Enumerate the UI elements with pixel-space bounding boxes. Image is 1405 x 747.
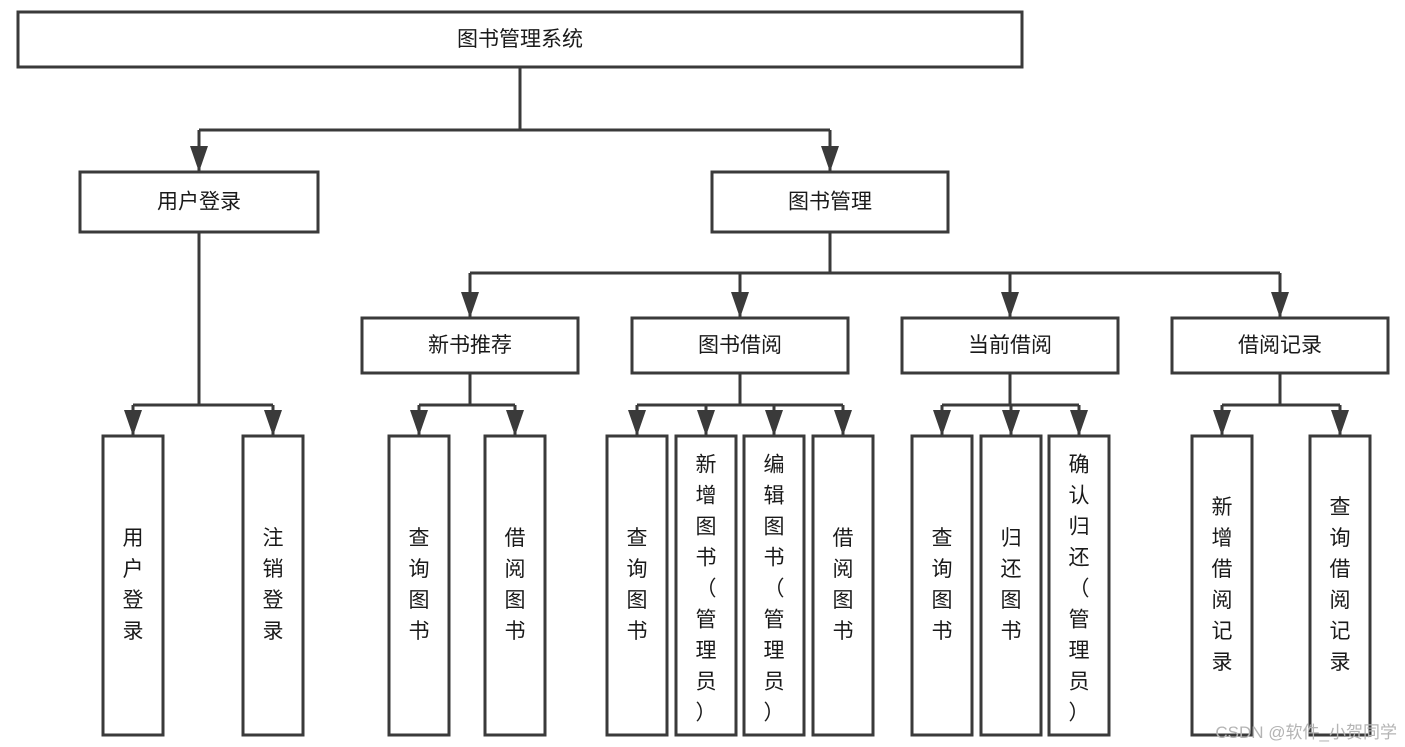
- node-leaf11[interactable]: 确认归还（管理员）: [1047, 434, 1111, 737]
- connector-layer: [124, 67, 1349, 436]
- arrow-head-icon: [1331, 410, 1349, 436]
- arrow-head-icon: [834, 410, 852, 436]
- node-box[interactable]: [387, 434, 451, 737]
- node-leaf4[interactable]: 借阅图书: [483, 434, 547, 737]
- arrow-head-icon: [190, 146, 208, 172]
- node-record[interactable]: 借阅记录: [1170, 316, 1390, 375]
- node-label: 查询图书: [932, 527, 953, 643]
- node-label: 图书借阅: [698, 334, 782, 357]
- node-label: 查询图书: [409, 527, 430, 643]
- node-box[interactable]: [1190, 434, 1254, 737]
- node-box[interactable]: [16, 10, 1024, 69]
- node-label: 编辑图书（管理员）: [764, 453, 785, 724]
- node-box[interactable]: [1308, 434, 1372, 737]
- node-leaf10[interactable]: 归还图书: [979, 434, 1043, 737]
- node-label: 当前借阅: [968, 334, 1052, 357]
- node-label: 确认归还（管理员）: [1069, 453, 1090, 724]
- arrow-head-icon: [1271, 292, 1289, 318]
- node-leaf2[interactable]: 注销登录: [241, 434, 305, 737]
- node-bookmgmt[interactable]: 图书管理: [710, 170, 950, 234]
- node-box[interactable]: [979, 434, 1043, 737]
- node-login[interactable]: 用户登录: [78, 170, 320, 234]
- node-box[interactable]: [630, 316, 850, 375]
- node-box[interactable]: [811, 434, 875, 737]
- node-leaf1[interactable]: 用户登录: [101, 434, 165, 737]
- arrow-head-icon: [264, 410, 282, 436]
- arrow-head-icon: [765, 410, 783, 436]
- node-label: 新增图书（管理员）: [696, 453, 717, 724]
- node-current[interactable]: 当前借阅: [900, 316, 1120, 375]
- node-label: 借阅图书: [505, 527, 526, 643]
- arrow-head-icon: [410, 410, 428, 436]
- node-label: 新增借阅记录: [1212, 496, 1233, 674]
- node-box[interactable]: [78, 170, 320, 234]
- arrow-head-icon: [628, 410, 646, 436]
- node-box[interactable]: [483, 434, 547, 737]
- node-leaf8[interactable]: 借阅图书: [811, 434, 875, 737]
- node-label: 借阅记录: [1238, 334, 1322, 357]
- arrow-head-icon: [933, 410, 951, 436]
- node-root[interactable]: 图书管理系统: [16, 10, 1024, 69]
- node-label: 图书管理: [788, 191, 872, 214]
- watermark-label: CSDN @软件_小贺同学: [1215, 723, 1397, 742]
- node-box[interactable]: [674, 434, 738, 737]
- node-box[interactable]: [1047, 434, 1111, 737]
- node-label: 新书推荐: [428, 334, 512, 357]
- node-box[interactable]: [900, 316, 1120, 375]
- node-box[interactable]: [241, 434, 305, 737]
- node-label: 用户登录: [157, 191, 241, 214]
- node-box[interactable]: [910, 434, 974, 737]
- node-label: 查询图书: [627, 527, 648, 643]
- node-box[interactable]: [360, 316, 580, 375]
- arrow-head-icon: [461, 292, 479, 318]
- node-box[interactable]: [1170, 316, 1390, 375]
- node-box[interactable]: [605, 434, 669, 737]
- node-layer: 图书管理系统用户登录图书管理新书推荐图书借阅当前借阅借阅记录用户登录注销登录查询…: [16, 10, 1390, 737]
- node-borrow[interactable]: 图书借阅: [630, 316, 850, 375]
- arrow-head-icon: [506, 410, 524, 436]
- node-label: 图书管理系统: [457, 28, 583, 51]
- node-leaf5[interactable]: 查询图书: [605, 434, 669, 737]
- node-newbook[interactable]: 新书推荐: [360, 316, 580, 375]
- arrow-head-icon: [1070, 410, 1088, 436]
- node-box[interactable]: [710, 170, 950, 234]
- arrow-head-icon: [821, 146, 839, 172]
- node-leaf3[interactable]: 查询图书: [387, 434, 451, 737]
- node-box[interactable]: [101, 434, 165, 737]
- arrow-head-icon: [697, 410, 715, 436]
- node-leaf13[interactable]: 查询借阅记录: [1308, 434, 1372, 737]
- node-label: 归还图书: [1001, 527, 1022, 643]
- node-leaf12[interactable]: 新增借阅记录: [1190, 434, 1254, 737]
- arrow-head-icon: [1002, 410, 1020, 436]
- arrow-head-icon: [1001, 292, 1019, 318]
- node-label: 注销登录: [263, 527, 284, 643]
- node-label: 查询借阅记录: [1330, 496, 1351, 674]
- arrow-head-icon: [731, 292, 749, 318]
- node-label: 借阅图书: [833, 527, 854, 643]
- arrow-head-icon: [1213, 410, 1231, 436]
- node-leaf6[interactable]: 新增图书（管理员）: [674, 434, 738, 737]
- node-leaf9[interactable]: 查询图书: [910, 434, 974, 737]
- arrow-head-icon: [124, 410, 142, 436]
- node-label: 用户登录: [123, 527, 144, 643]
- node-leaf7[interactable]: 编辑图书（管理员）: [742, 434, 806, 737]
- node-box[interactable]: [742, 434, 806, 737]
